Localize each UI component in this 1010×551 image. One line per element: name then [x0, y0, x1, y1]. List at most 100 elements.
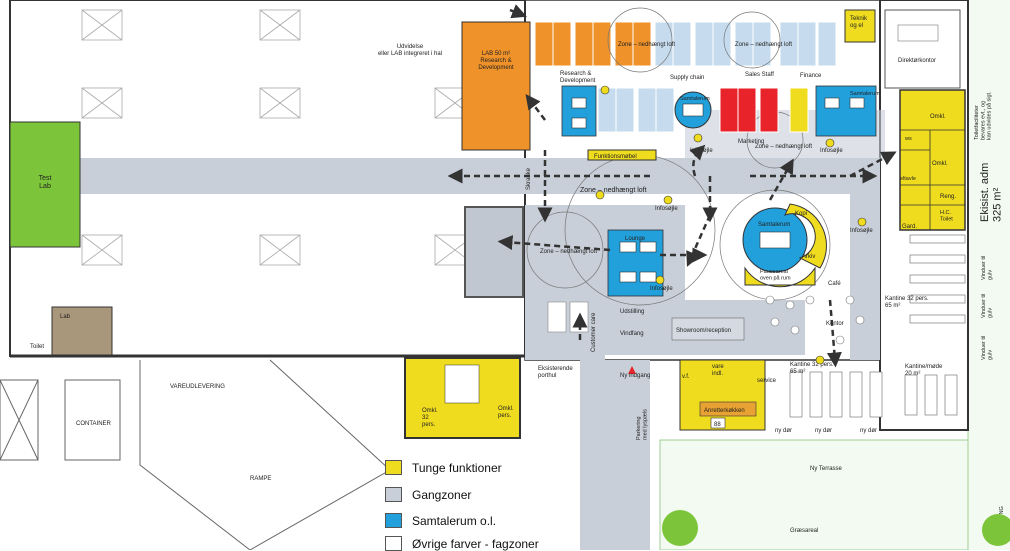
label-line: vare — [712, 364, 724, 370]
kopi-arkiv-wedge — [784, 203, 827, 269]
label-line: gulv — [987, 350, 993, 360]
zone-label-3: Zone – nedhængt loft — [755, 144, 812, 150]
label-line: Parkering — [636, 416, 642, 440]
legend-item-samtale: Samtalerum o.l. — [385, 513, 496, 528]
container-label: CONTAINER — [76, 421, 112, 427]
kopi-label: Kopi — [795, 211, 807, 217]
infosojle-label-3: Infosøjle — [655, 206, 678, 212]
cafe-dots — [765, 295, 865, 345]
rampe-outline — [139, 359, 391, 550]
legend-label-ovrige: Øvrige farver - fagzoner — [412, 536, 539, 551]
toilet-left-label: Toilet — [30, 344, 44, 350]
legend-item-gang: Gangzoner — [385, 487, 471, 502]
pauseareal-arc — [744, 266, 816, 288]
anretter-label: Anretterkøkken — [704, 408, 745, 414]
dark-room — [464, 206, 524, 298]
lab-label: Lab — [60, 314, 71, 320]
showroom — [671, 317, 745, 341]
label-line: pers. — [422, 422, 436, 428]
legend-swatch-gang — [385, 487, 402, 502]
test-lab-room — [9, 121, 81, 248]
entrance-marker — [628, 366, 636, 374]
grass-area — [659, 439, 969, 550]
label-line: Teknik — [850, 16, 868, 22]
zone-label-1: Zone – nedhængt loft — [618, 42, 675, 48]
customer-care-label: Customer care — [591, 312, 597, 352]
kantine-32-label: Kantine 32 pers.65 m² — [790, 362, 834, 375]
legend-label-samtale: Samtalerum o.l. — [412, 513, 497, 528]
vindfang-label: Vindfang — [620, 331, 644, 337]
direktor-label: Direktørkontor — [898, 58, 936, 64]
ny-terrasse-label: Ny Terrasse — [810, 466, 843, 472]
label-line: 32 — [422, 415, 429, 421]
label-line: gulv — [987, 308, 993, 318]
circulation-arrows — [447, 4, 897, 368]
rampe-label: RAMPE — [250, 476, 271, 482]
omkl-label-2: Omkl. — [932, 161, 948, 167]
infosojle-label-2: Infosøjle — [820, 148, 843, 154]
ny-indgang-label: Ny indgang — [620, 373, 650, 379]
legend-swatch-samtale — [385, 513, 402, 528]
sales-desks — [597, 21, 837, 133]
omkl-label-1: Omkl. — [930, 114, 946, 120]
label-line: Eksisterende — [538, 366, 573, 372]
reng-label: Reng. — [940, 194, 956, 200]
lab-room — [51, 306, 113, 356]
kantine-65-label: Kantine 32 pers.65 m² — [885, 296, 929, 309]
marketing-label: Marketing — [738, 139, 764, 145]
label-line: oven på rum — [760, 274, 791, 281]
research-zone-label: Research &Development — [560, 71, 596, 84]
finance-desk — [789, 87, 809, 133]
legend-swatch-ovrige — [385, 536, 402, 551]
vinduer-label-2: Vinduer tilgulv — [981, 294, 993, 318]
arkiv-label: Arkiv — [802, 254, 815, 260]
container — [64, 379, 121, 461]
kontor-label: Kontor — [826, 321, 844, 327]
infosojle-label-5: Infosøjle — [650, 286, 673, 292]
samtalerum-label-c: Samtalerum — [758, 222, 790, 228]
vareudlevering-label: VAREUDLEVERING — [170, 384, 225, 390]
label-line: Udvidelse — [397, 44, 424, 50]
marketing-desks — [719, 87, 779, 133]
label-line: Omkl. — [422, 408, 438, 414]
legend-label-tunge: Tunge funktioner — [412, 460, 502, 475]
eksist-adm-label: Ekisist. adm325 m² — [979, 163, 1004, 222]
vf-label: v.f. — [682, 374, 690, 380]
label-line: Omkl. — [498, 406, 514, 412]
label-line: Vinduer til — [981, 294, 987, 318]
zone-label-4: Zone – nedhængt loft — [540, 249, 597, 255]
legend-item-tunge: Tunge funktioner — [385, 460, 502, 475]
funktionsmobel-furniture — [587, 149, 657, 161]
label-line: 20 m² — [905, 371, 920, 377]
label-line: Kantine 32 pers. — [885, 296, 929, 302]
teknik-room — [844, 9, 876, 43]
direktor-room — [884, 9, 961, 89]
ws-label: ws — [904, 136, 912, 142]
label-line: med lyspæls — [642, 409, 648, 440]
label-line: 65 m² — [790, 369, 805, 375]
lab50-room — [461, 21, 531, 151]
ny-dor-2: ny dør — [815, 428, 832, 434]
cross-box — [0, 379, 39, 461]
infosojle-label-4: Infosøjle — [850, 228, 873, 234]
legend-label-gang: Gangzoner — [412, 487, 472, 502]
label-line: Pauseareal — [760, 269, 788, 275]
label-line: 65 m² — [885, 303, 900, 309]
label-line: Research & — [560, 71, 591, 77]
legend-item-ovrige: Øvrige farver - fagzoner — [385, 536, 539, 551]
label-line: Development — [478, 65, 514, 71]
service-stack — [899, 89, 966, 231]
samtalerum-label-a: Samtalerum — [850, 91, 880, 97]
tree-2 — [982, 514, 1010, 546]
zone-label-2: Zone – nedhængt loft — [735, 42, 792, 48]
infosojle-dots — [595, 85, 867, 365]
label-line: Development — [560, 78, 596, 84]
supply-chain-label: Supply chain — [670, 75, 704, 81]
omkl-pers-label: Omkl.pers. — [498, 406, 514, 419]
label-line: Lab — [39, 183, 51, 190]
graesareal-label: Græsareal — [790, 528, 818, 534]
